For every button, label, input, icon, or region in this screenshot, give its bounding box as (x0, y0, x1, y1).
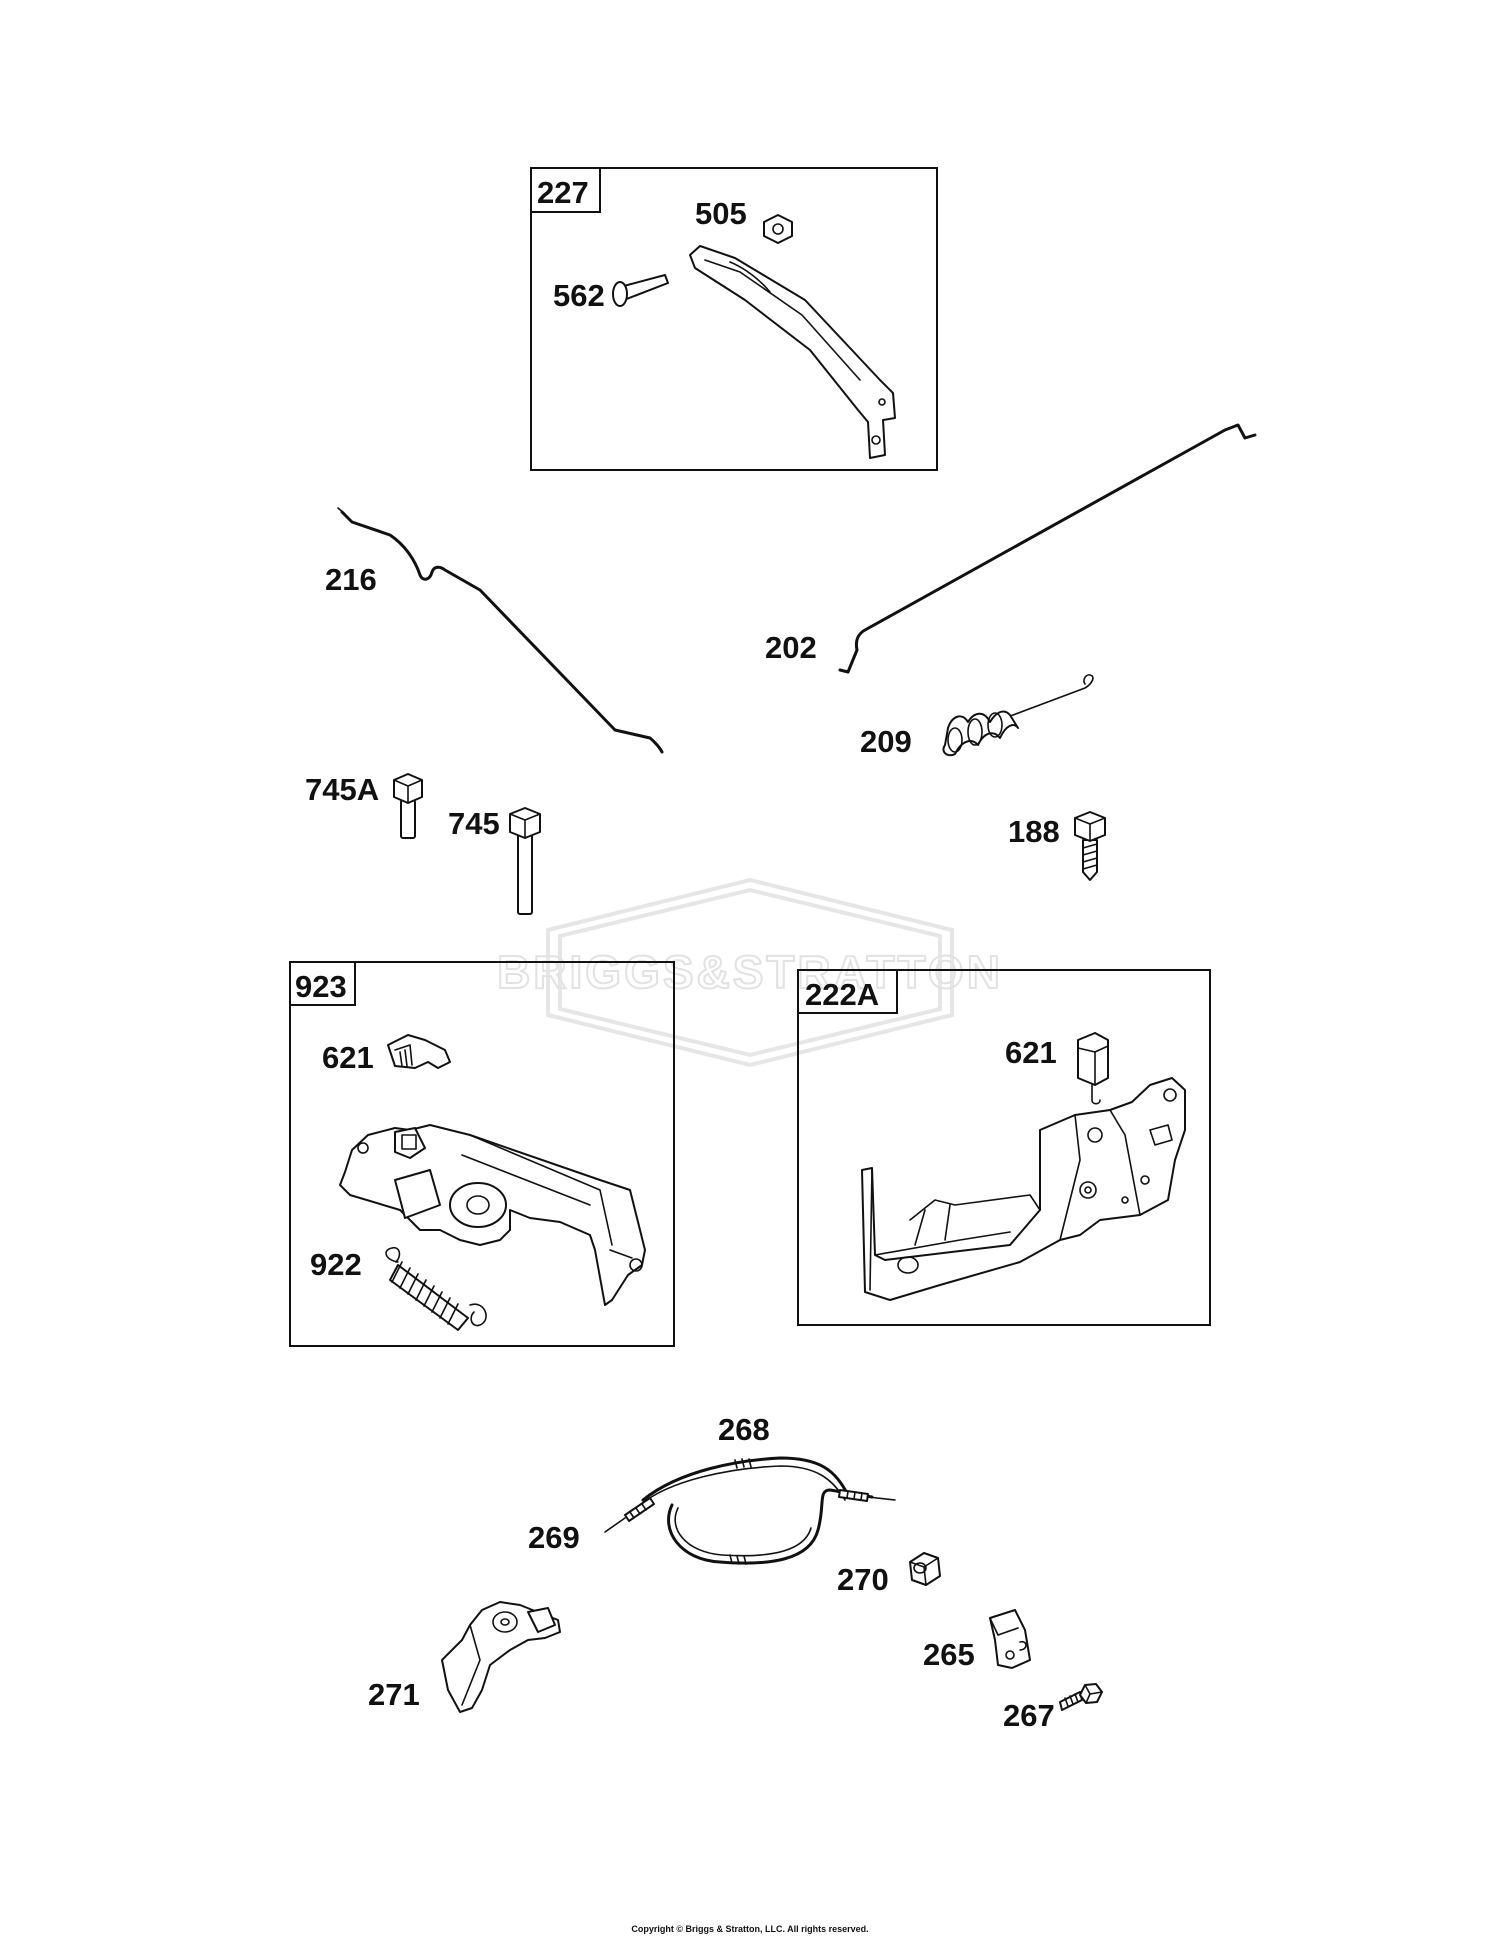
callout-562: 562 (553, 278, 605, 313)
callout-745A: 745A (305, 772, 379, 807)
callout-621-b: 621 (1005, 1035, 1057, 1070)
callout-222A: 222A (805, 977, 879, 1012)
lever-271 (441, 1601, 561, 1713)
pin-562 (612, 274, 669, 307)
callout-923: 923 (295, 969, 347, 1004)
kit-box-222A: 222A (797, 969, 1211, 1326)
clip-621-b (1077, 1032, 1109, 1105)
kit-box-923: 923 (289, 961, 675, 1347)
callout-271: 271 (368, 1677, 420, 1712)
callout-227: 227 (537, 175, 589, 210)
kit-box-227: 227 (530, 167, 938, 471)
spring-209 (942, 674, 1094, 757)
callout-202: 202 (765, 630, 817, 665)
spring-922 (385, 1246, 487, 1331)
callout-216: 216 (325, 562, 377, 597)
nut-270 (909, 1552, 941, 1586)
control-bracket-222A (861, 1077, 1186, 1301)
callout-188: 188 (1008, 814, 1060, 849)
throttle-link-227 (689, 245, 896, 459)
callout-505: 505 (695, 196, 747, 231)
copyright-text: Copyright © Briggs & Stratton, LLC. All … (631, 1924, 869, 1934)
clip-265 (989, 1609, 1031, 1669)
nut-505 (763, 214, 793, 244)
control-bracket-923 (339, 1124, 646, 1306)
callout-267: 267 (1003, 1698, 1055, 1733)
screw-745 (509, 807, 541, 915)
throttle-rod-202 (838, 423, 1257, 674)
screw-267 (1059, 1683, 1103, 1711)
clip-621-a (387, 1034, 451, 1069)
callout-269: 269 (528, 1520, 580, 1555)
callout-270: 270 (837, 1562, 889, 1597)
watermark-text: BRIGGS&STRATTON (497, 946, 1003, 998)
callout-209: 209 (860, 724, 912, 759)
screw-745A (393, 773, 423, 839)
screw-188 (1074, 811, 1106, 881)
callout-922: 922 (310, 1247, 362, 1282)
governor-rod-216 (337, 507, 664, 754)
callout-265: 265 (923, 1637, 975, 1672)
callout-745: 745 (448, 806, 500, 841)
cable-268 (604, 1456, 896, 1565)
watermark-logo: BRIGGS&STRATTON (496, 877, 1003, 1068)
callout-621-a: 621 (322, 1040, 374, 1075)
callout-268: 268 (718, 1412, 770, 1447)
